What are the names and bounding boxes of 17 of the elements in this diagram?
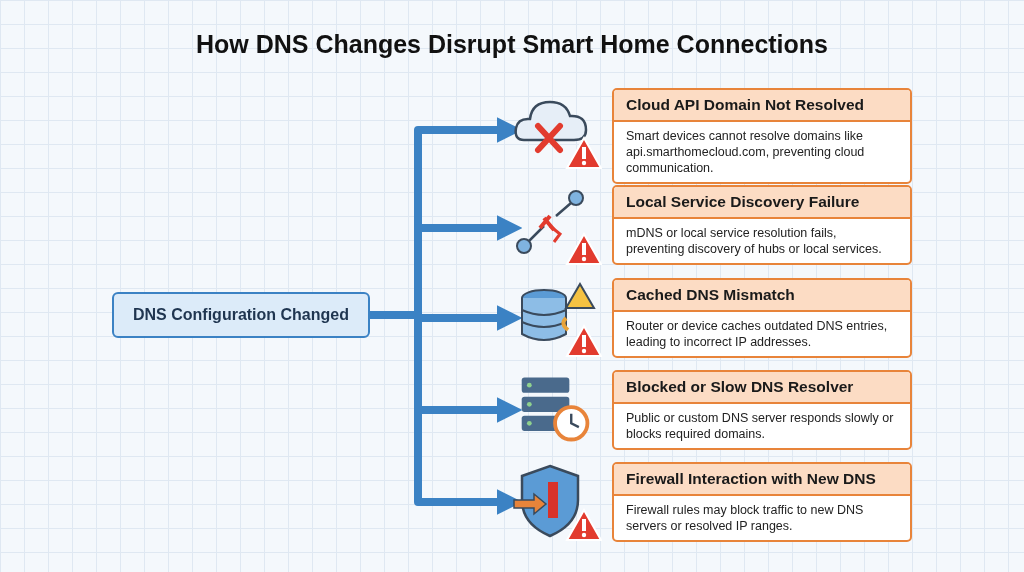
card-text: Firewall rules may block traffic to new DNS servers or resolved IP ranges. xyxy=(625,502,865,535)
card-heading: Local Service Discovery Failure xyxy=(614,187,910,219)
card-heading: Blocked or Slow DNS Resolver xyxy=(614,372,910,404)
info-card xyxy=(612,185,912,265)
card-text: mDNS or local service resolution fails, preventing discovery of hubs or local services. xyxy=(625,225,883,258)
info-card xyxy=(612,278,912,358)
card-heading: Firewall Interaction with New DNS xyxy=(614,464,910,496)
card-text: Public or custom DNS server responds slowly or blocks required domains. xyxy=(625,410,895,443)
source-box: DNS Configuration Changed xyxy=(112,292,370,338)
card-text: Router or device caches outdated DNS entries, leading to incorrect IP addresses. xyxy=(625,318,889,351)
card-text: Smart devices cannot resolve domains like api.smarthomecloud.com, preventing cloud communication. xyxy=(625,128,866,177)
info-card xyxy=(612,88,912,184)
card-heading: Cloud API Domain Not Resolved xyxy=(614,90,910,122)
info-card xyxy=(612,462,912,542)
diagram-title: How DNS Changes Disrupt Smart Home Connections xyxy=(195,30,829,59)
info-card xyxy=(612,370,912,450)
card-heading: Cached DNS Mismatch xyxy=(614,280,910,312)
